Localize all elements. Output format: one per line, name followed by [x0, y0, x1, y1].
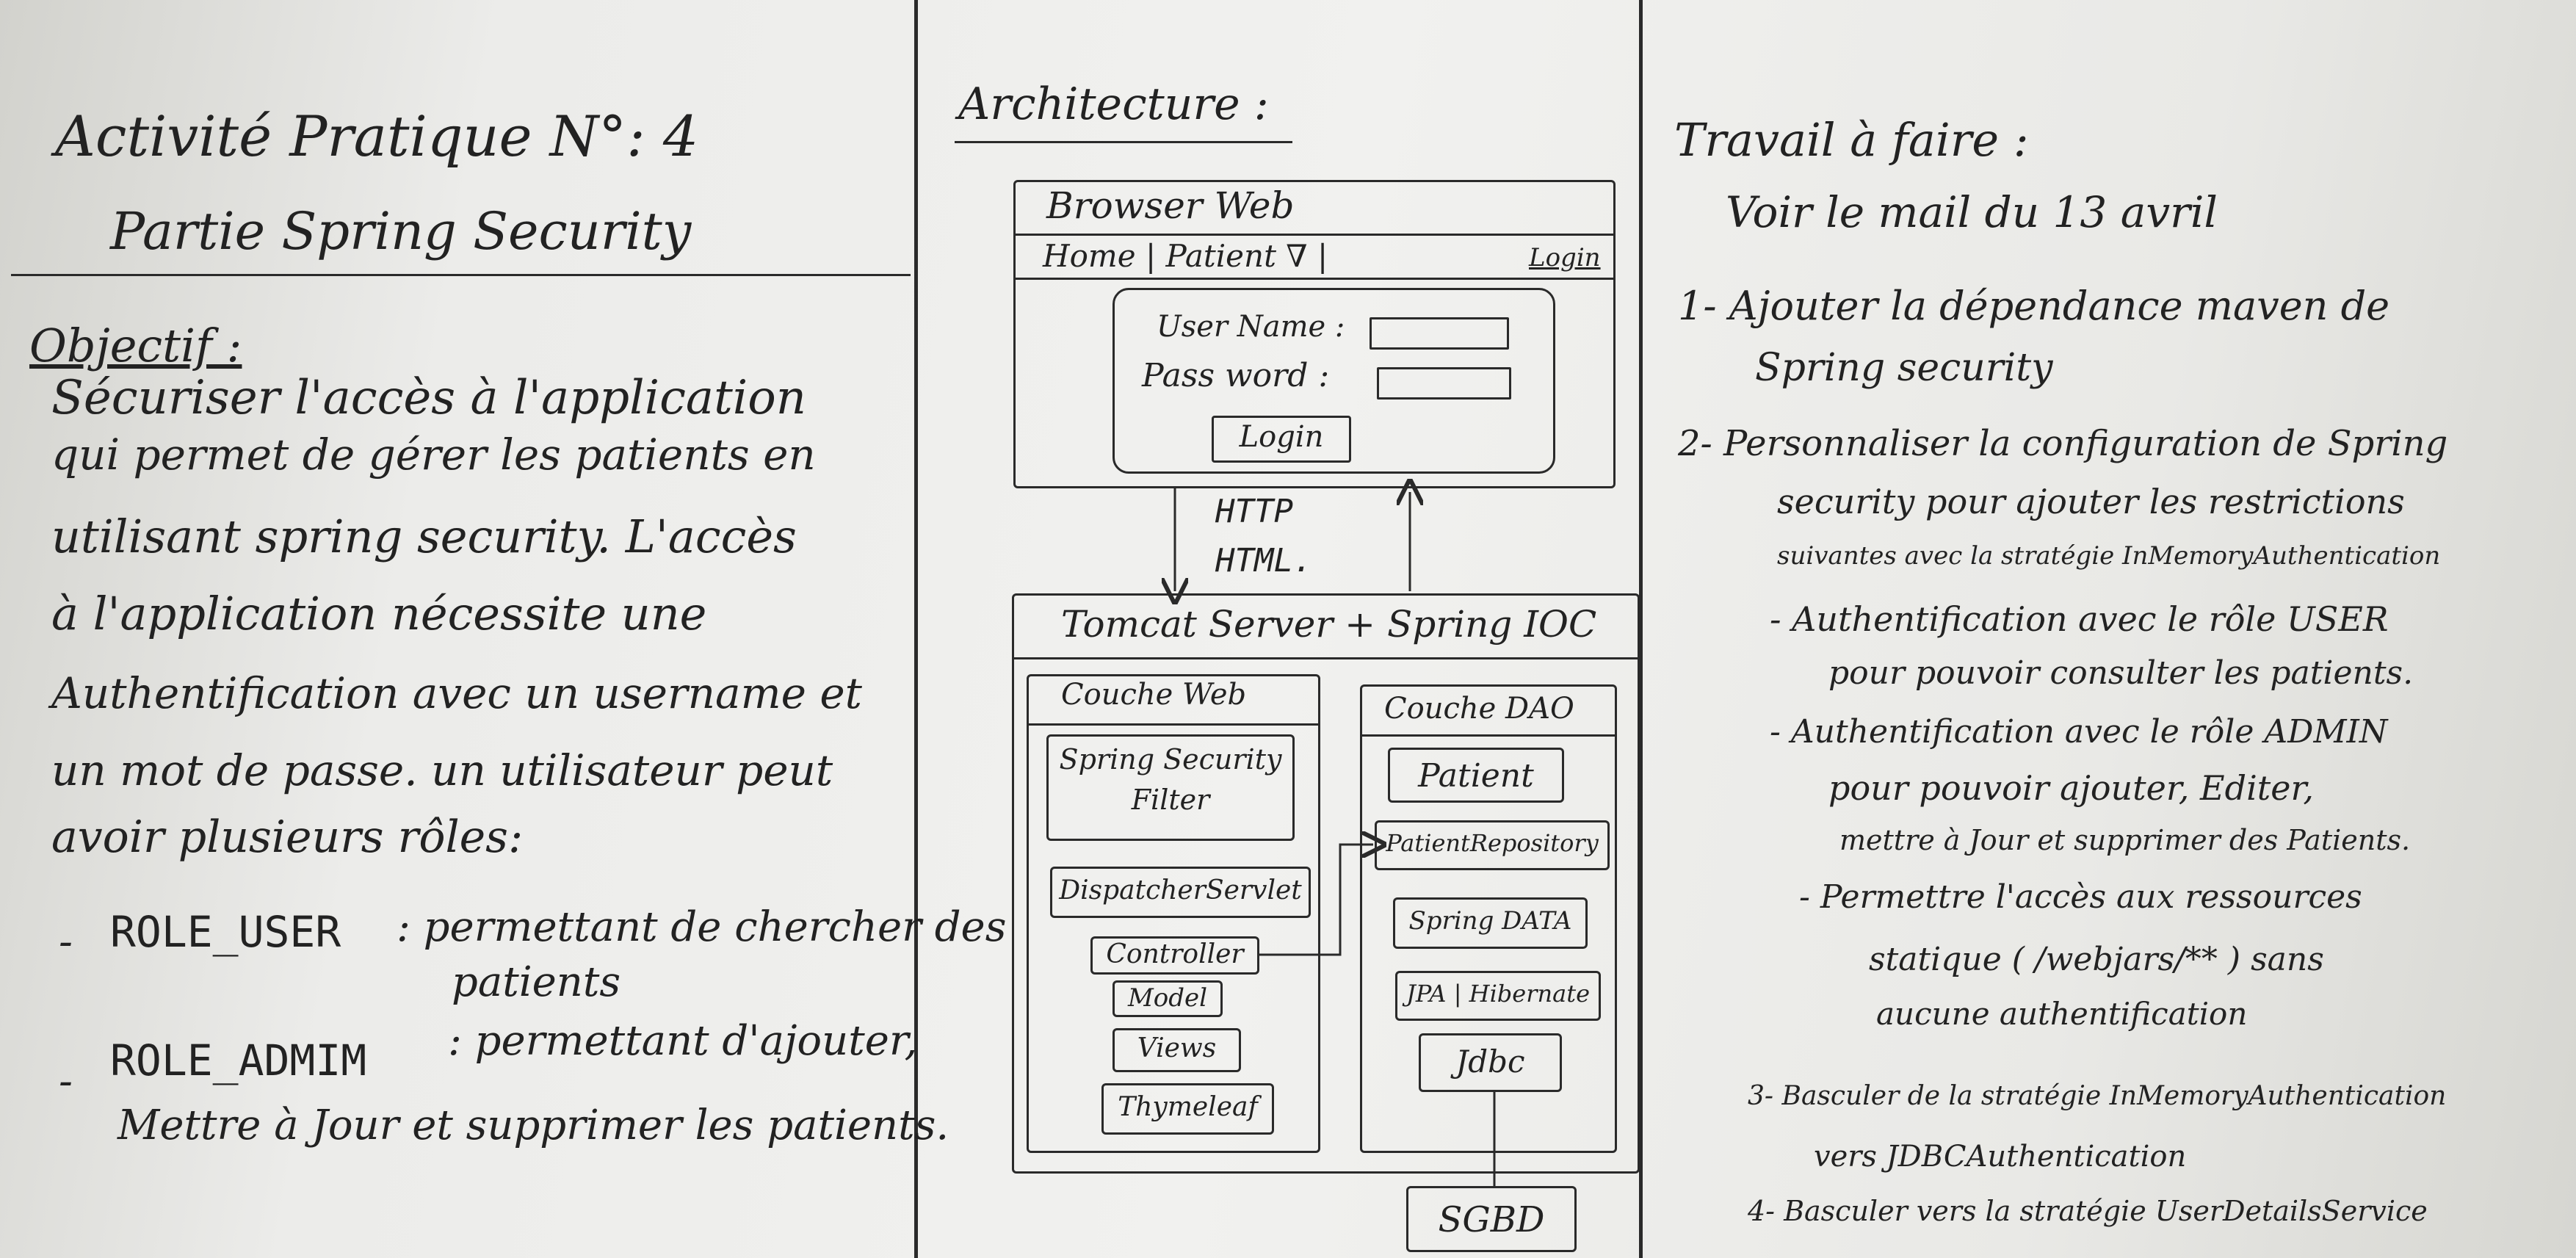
jdbc-label: Jdbc [1455, 1044, 1525, 1080]
task-1: 1- Ajouter la dépendance maven de [1678, 283, 2390, 329]
objectif-line-7: avoir plusieurs rôles: [51, 811, 524, 863]
task-2-sub-1-cont: pour pouvoir consulter les patients. [1828, 654, 2414, 692]
security-filter-label-2: Filter [1131, 784, 1210, 816]
login-button-label: Login [1239, 420, 1324, 454]
role-admin-bullet: - [59, 1058, 73, 1105]
controller-to-repository-arrow [1259, 845, 1373, 956]
objectif-label: Objectif : [29, 319, 242, 372]
activity-title: Activité Pratique N°: 4 [55, 104, 699, 169]
security-filter-label: Spring Security [1059, 743, 1282, 776]
task-2-cont-2: suivantes avec la stratégie InMemoryAuth… [1777, 541, 2441, 571]
username-label: User Name : [1157, 310, 1345, 344]
objectif-line-6: un mot de passe. un utilisateur peut [51, 745, 833, 795]
task-2-sub-3-cont-2: aucune authentification [1876, 996, 2248, 1032]
browser-window [1013, 180, 1616, 488]
role-user-bullet: - [59, 918, 73, 966]
password-label: Pass word : [1142, 357, 1330, 394]
login-form [1112, 288, 1555, 474]
task-2-sub-1: - Authentification avec le rôle USER [1770, 599, 2389, 639]
views-label: Views [1137, 1033, 1217, 1063]
task-2-cont: security pour ajouter les restrictions [1777, 482, 2405, 521]
patient-box [1388, 748, 1564, 803]
html-label: HTML. [1215, 542, 1313, 579]
couche-web-title: Couche Web [1061, 678, 1247, 712]
architecture-title: Architecture : [958, 79, 1269, 130]
couche-web-separator [1029, 723, 1318, 726]
role-admin-label: ROLE_ADMIM [110, 1035, 367, 1085]
jpa-hibernate-box [1395, 971, 1601, 1021]
thymeleaf-box [1101, 1083, 1274, 1135]
thymeleaf-label: Thymeleaf [1118, 1092, 1258, 1122]
role-user-label: ROLE_USER [110, 907, 341, 957]
server-title-separator [1014, 657, 1638, 659]
panel-divider-right [1639, 0, 1643, 1258]
sgbd-box [1406, 1186, 1577, 1252]
couche-web-layer [1027, 674, 1320, 1153]
dispatcher-servlet-label: DispatcherServlet [1059, 875, 1302, 905]
username-field [1370, 317, 1509, 350]
task-2: 2- Personnaliser la configuration de Spr… [1678, 423, 2448, 464]
browser-login-link: Login [1529, 243, 1601, 272]
model-label: Model [1127, 983, 1208, 1013]
jpa-hibernate-label: JPA | Hibernate [1406, 980, 1590, 1008]
server-title: Tomcat Server + Spring IOC [1061, 603, 1597, 646]
controller-label: Controller [1106, 939, 1244, 969]
objectif-line-5: Authentification avec un username et [51, 668, 862, 718]
activity-subtitle: Partie Spring Security [110, 201, 692, 261]
couche-dao-layer [1360, 684, 1617, 1153]
task-2-sub-3: - Permettre l'accès aux ressources [1799, 878, 2362, 916]
task-3: 3- Basculer de la stratégie InMemoryAuth… [1748, 1081, 2447, 1111]
task-2-sub-2: - Authentification avec le rôle ADMIN [1770, 713, 2388, 751]
task-2-sub-2-cont: pour pouvoir ajouter, Editer, [1828, 768, 2315, 808]
model-box [1112, 980, 1223, 1017]
browser-nav-separator [1016, 278, 1613, 280]
role-admin-desc-2: Mettre à Jour et supprimer les patients. [117, 1102, 949, 1149]
mail-note: Voir le mail du 13 avril [1726, 187, 2218, 237]
password-field [1377, 367, 1511, 400]
couche-dao-title: Couche DAO [1384, 692, 1574, 726]
role-admin-desc: : permettant d'ajouter, [448, 1017, 918, 1065]
sgbd-label: SGBD [1438, 1199, 1545, 1240]
views-box [1112, 1028, 1241, 1072]
task-2-sub-2-cont-2: mettre à Jour et supprimer des Patients. [1839, 824, 2411, 856]
http-label: HTTP [1215, 493, 1293, 530]
architecture-underline [955, 141, 1292, 143]
browser-title-separator [1016, 234, 1613, 236]
browser-nav-menu: Home | Patient ∇ | [1043, 238, 1328, 274]
role-user-desc-2: patients [452, 958, 621, 1006]
role-user-desc: : permettant de chercher des [397, 903, 1007, 951]
browser-title: Browser Web [1046, 184, 1295, 227]
patient-repository-label: PatientRepository [1386, 829, 1599, 857]
patient-label: Patient [1418, 757, 1534, 795]
task-title: Travail à faire : [1674, 113, 2029, 167]
title-underline [11, 274, 911, 276]
objectif-line-4: à l'application nécessite une [51, 587, 707, 640]
jdbc-box [1419, 1033, 1562, 1092]
spring-data-box [1393, 897, 1588, 949]
panel-divider-left [914, 0, 918, 1258]
task-4: 4- Basculer vers la stratégie UserDetail… [1748, 1195, 2428, 1227]
spring-data-label: Spring DATA [1408, 906, 1572, 936]
task-1-cont: Spring security [1755, 346, 2053, 390]
task-2-sub-3-cont: statique ( /webjars/** ) sans [1869, 941, 2324, 978]
login-button [1212, 416, 1351, 463]
dispatcher-servlet-box [1050, 867, 1311, 918]
objectif-line-1: Sécuriser l'accès à l'application [51, 371, 806, 425]
task-3-cont: vers JDBCAuthentication [1814, 1140, 2187, 1174]
tomcat-server [1012, 593, 1640, 1174]
couche-dao-separator [1362, 734, 1615, 737]
objectif-line-2: qui permet de gérer les patients en [51, 430, 816, 480]
objectif-line-3: utilisant spring security. L'accès [51, 510, 797, 563]
controller-box [1090, 936, 1259, 975]
security-filter-box [1046, 734, 1295, 841]
